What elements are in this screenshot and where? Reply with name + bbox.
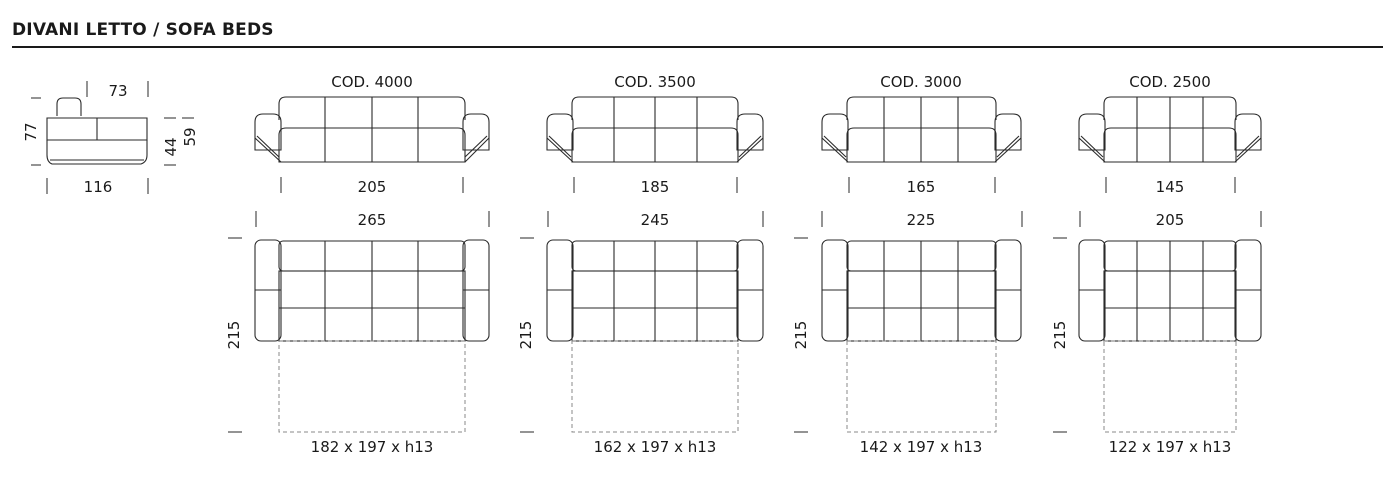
model-code: COD. 2500 — [1129, 73, 1211, 91]
right-arm-leg — [1234, 137, 1262, 163]
right-arm — [736, 113, 764, 151]
mattress-size: 182 x 197 x h13 — [311, 438, 434, 456]
left-arm — [546, 113, 574, 151]
left-arm-leg — [548, 135, 572, 158]
front-inner-width: 145 — [1156, 178, 1185, 196]
model-code: COD. 4000 — [331, 73, 413, 91]
model-code: COD. 3000 — [880, 73, 962, 91]
depth-label: 215 — [1051, 321, 1069, 350]
mattress-outline — [1103, 340, 1237, 433]
title-rule — [12, 46, 1383, 48]
model-cod-3500: COD. 3500 185 245 215 16 — [517, 73, 764, 456]
model-code: COD. 3500 — [614, 73, 696, 91]
mattress-size: 142 x 197 x h13 — [860, 438, 983, 456]
mattress-size: 122 x 197 x h13 — [1109, 438, 1232, 456]
front-inner-width: 165 — [907, 178, 936, 196]
front-inner-width: 205 — [358, 178, 387, 196]
model-cod-3000: COD. 3000 165 225 215 14 — [792, 73, 1023, 456]
left-arm-leg — [254, 137, 282, 163]
left-arm-leg — [821, 137, 849, 163]
total-width: 245 — [641, 211, 670, 229]
arm-height-label: 59 — [181, 127, 199, 146]
seat-height-label: 44 — [162, 137, 180, 156]
depth-label: 215 — [792, 321, 810, 350]
side-view: 73 77 44 59 116 — [22, 81, 199, 196]
right-arm-leg — [736, 137, 764, 163]
model-cod-2500: COD. 2500 145 205 215 12 — [1051, 73, 1262, 456]
mattress-size: 162 x 197 x h13 — [594, 438, 717, 456]
right-arm-leg — [464, 137, 490, 163]
right-arm — [462, 113, 490, 151]
front-inner-width: 185 — [641, 178, 670, 196]
right-arm — [1234, 113, 1262, 151]
page-title: DIVANI LETTO / SOFA BEDS — [12, 20, 274, 40]
side-base — [46, 140, 148, 165]
side-backrest — [56, 97, 82, 116]
left-arm-leg — [823, 135, 847, 158]
total-width: 205 — [1156, 211, 1185, 229]
left-arm — [821, 113, 849, 151]
model-cod-4000: COD. 4000 205 265 215 18 — [225, 73, 490, 456]
mattress-outline — [846, 340, 997, 433]
height-label: 77 — [22, 122, 40, 141]
seat-depth-label: 73 — [108, 82, 127, 100]
depth-label: 215 — [225, 321, 243, 350]
right-arm-leg — [994, 137, 1022, 163]
right-arm-leg — [996, 135, 1020, 158]
total-width: 265 — [358, 211, 387, 229]
mattress-outline — [278, 340, 466, 433]
right-arm-leg — [1236, 135, 1260, 158]
left-arm-leg — [1080, 135, 1104, 158]
front-seat — [278, 127, 466, 163]
left-arm-leg — [1078, 137, 1106, 163]
left-arm-leg — [546, 137, 574, 163]
right-arm-leg — [464, 135, 488, 158]
total-width: 225 — [907, 211, 936, 229]
right-arm-leg — [738, 135, 762, 158]
left-arm — [254, 113, 282, 151]
depth-label: 215 — [517, 321, 535, 350]
right-arm — [994, 113, 1022, 151]
left-arm-leg — [256, 135, 280, 158]
left-arm — [1078, 113, 1106, 151]
mattress-outline — [571, 340, 739, 433]
depth-label: 116 — [84, 178, 113, 196]
